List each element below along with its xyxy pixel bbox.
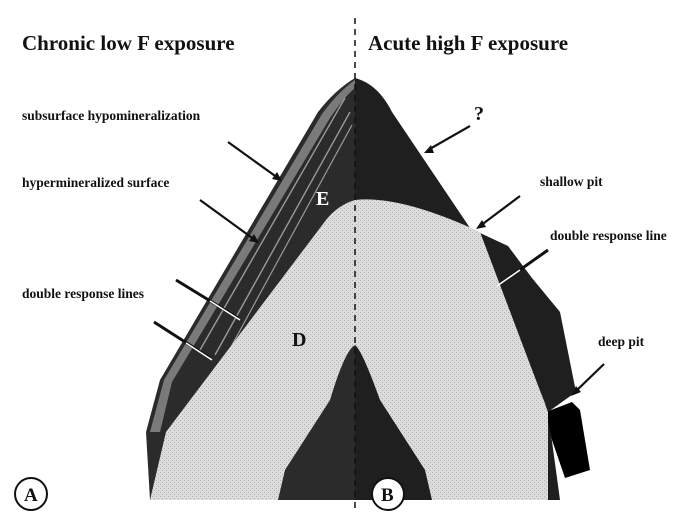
label-dentin: D	[292, 329, 306, 351]
label-deep-pit: deep pit	[598, 334, 645, 349]
panel-b-label: B	[381, 485, 394, 506]
arrow-subsurface	[228, 142, 278, 178]
arrow-deep-pit	[575, 364, 604, 392]
label-subsurface: subsurface hypomineralization	[22, 108, 201, 123]
label-shallow-pit: shallow pit	[540, 174, 603, 189]
label-question: ?	[474, 103, 484, 125]
title-right: Acute high F exposure	[368, 31, 568, 55]
panel-a-label: A	[24, 485, 38, 506]
arrow-hypermineralized	[200, 200, 255, 240]
label-hypermineralized: hypermineralized surface	[22, 175, 169, 190]
label-enamel: E	[316, 188, 329, 210]
title-left: Chronic low F exposure	[22, 31, 235, 55]
label-double-response-line: double response line	[550, 228, 667, 243]
arrow-question	[428, 126, 470, 150]
arrow-shallow-pit	[480, 196, 520, 226]
label-double-lines: double response lines	[22, 286, 144, 301]
